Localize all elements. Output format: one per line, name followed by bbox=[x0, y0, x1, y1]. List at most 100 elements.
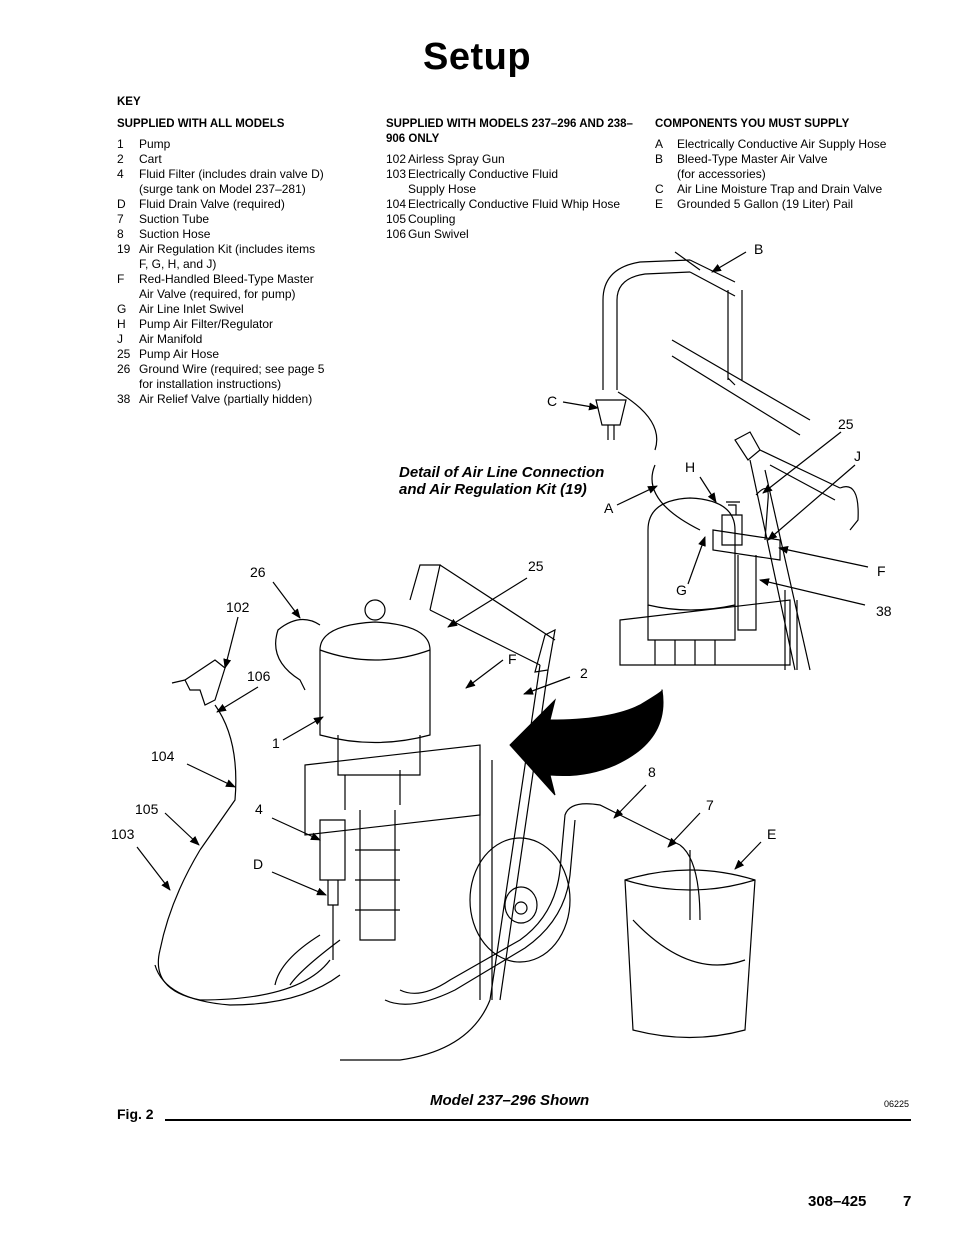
key-item-text: Fluid Filter (includes drain valve D) bbox=[139, 167, 324, 181]
callout-7: 7 bbox=[706, 797, 714, 813]
callout-e: E bbox=[767, 826, 777, 842]
callout-102: 102 bbox=[226, 599, 250, 615]
callout-26: 26 bbox=[250, 564, 266, 580]
key-item-text: Ground Wire (required; see page 5 bbox=[139, 362, 325, 376]
key-item-text: Cart bbox=[139, 152, 162, 166]
key-item: G Air Line Inlet Swivel bbox=[117, 302, 347, 317]
key-item-code: 19 bbox=[117, 242, 131, 256]
key-item-text: Air Regulation Kit (includes items bbox=[139, 242, 316, 256]
key-item: for installation instructions) bbox=[117, 377, 347, 392]
callout-b: B bbox=[754, 241, 764, 257]
key-item-code: 26 bbox=[117, 362, 131, 376]
callout-106: 106 bbox=[247, 668, 271, 684]
key-item-code: 8 bbox=[117, 227, 124, 241]
key-item: 25 Pump Air Hose bbox=[117, 347, 347, 362]
detail-caption: Detail of Air Line Connection and Air Re… bbox=[399, 464, 604, 498]
key-item-text: Fluid Drain Valve (required) bbox=[139, 197, 285, 211]
key-item-code: G bbox=[117, 302, 127, 316]
key-item-code: 2 bbox=[117, 152, 124, 166]
key-item-text: Coupling bbox=[408, 212, 456, 226]
key-item-text: Suction Tube bbox=[139, 212, 210, 226]
key-item-text: for installation instructions) bbox=[139, 377, 282, 391]
key-item-text: Bleed-Type Master Air Valve bbox=[677, 152, 828, 166]
drawing-number: 06225 bbox=[884, 1099, 910, 1109]
callout-38: 38 bbox=[876, 603, 892, 619]
key-item-code: 104 bbox=[386, 197, 407, 211]
key-heading-special-models: SUPPLIED WITH MODELS 237–296 AND 238–906… bbox=[386, 118, 633, 145]
callout-c: C bbox=[547, 393, 558, 409]
detail-drawing bbox=[595, 251, 859, 671]
key-item-code: 103 bbox=[386, 167, 407, 181]
key-item-code: 105 bbox=[386, 212, 407, 226]
key-item-text: Air Line Inlet Swivel bbox=[139, 302, 244, 316]
callout-leaders bbox=[136, 251, 869, 896]
callout-8: 8 bbox=[648, 764, 656, 780]
key-item-code: B bbox=[655, 152, 664, 166]
callout-103: 103 bbox=[111, 826, 135, 842]
detail-caption-line-2: and Air Regulation Kit (19) bbox=[399, 481, 587, 498]
figure-label: Fig. 2 bbox=[117, 1106, 154, 1122]
callout-25-main: 25 bbox=[528, 558, 544, 574]
callout-d: D bbox=[253, 856, 264, 872]
key-item-text: Suction Hose bbox=[139, 227, 211, 241]
footer-page-number: 7 bbox=[903, 1193, 912, 1210]
main-drawing bbox=[154, 564, 756, 1061]
key-item: (for accessories) bbox=[655, 167, 915, 182]
key-item-text: Pump bbox=[139, 137, 171, 151]
page-title: Setup bbox=[422, 36, 532, 78]
key-item: 8 Suction Hose bbox=[117, 227, 347, 242]
key-column-special-models: SUPPLIED WITH MODELS 237–296 AND 238–906… bbox=[386, 117, 646, 242]
key-item-text: Air Manifold bbox=[139, 332, 203, 346]
key-item-text: Air Relief Valve (partially hidden) bbox=[139, 392, 313, 406]
key-item: E Grounded 5 Gallon (19 Liter) Pail bbox=[655, 197, 915, 212]
key-item: B Bleed-Type Master Air Valve bbox=[655, 152, 915, 167]
key-item-text: (surge tank on Model 237–281) bbox=[139, 182, 306, 196]
key-item: 19 Air Regulation Kit (includes items bbox=[117, 242, 347, 257]
key-item-code: 102 bbox=[386, 152, 407, 166]
callout-h: H bbox=[685, 459, 696, 475]
key-item-text: Red-Handled Bleed-Type Master bbox=[139, 272, 314, 286]
callout-a: A bbox=[604, 500, 614, 516]
callout-g: G bbox=[676, 582, 687, 598]
callout-1: 1 bbox=[272, 735, 280, 751]
key-label: KEY bbox=[117, 96, 141, 108]
callout-25-detail: 25 bbox=[838, 416, 854, 432]
callout-4: 4 bbox=[255, 801, 263, 817]
key-item-text: Pump Air Filter/Regulator bbox=[139, 317, 274, 331]
key-item-text: (for accessories) bbox=[677, 167, 766, 181]
key-item: 26 Ground Wire (required; see page 5 bbox=[117, 362, 347, 377]
key-item-code: 106 bbox=[386, 227, 407, 241]
key-item: F, G, H, and J) bbox=[117, 257, 347, 272]
detail-pointer-arrow bbox=[509, 689, 664, 796]
callout-f-detail: F bbox=[877, 563, 886, 579]
callout-105: 105 bbox=[135, 801, 159, 817]
key-item-code: 25 bbox=[117, 347, 131, 361]
callout-f-main: F bbox=[508, 651, 517, 667]
key-item-text: Pump Air Hose bbox=[139, 347, 220, 361]
key-item-text: F, G, H, and J) bbox=[139, 257, 217, 271]
callout-j: J bbox=[854, 448, 861, 464]
key-item-code: D bbox=[117, 197, 126, 211]
key-item-text: Supply Hose bbox=[408, 182, 477, 196]
key-item-text: Airless Spray Gun bbox=[408, 152, 505, 166]
key-item-code: C bbox=[655, 182, 664, 196]
key-item: Supply Hose bbox=[386, 182, 646, 197]
key-item-text: Air Valve (required, for pump) bbox=[139, 287, 296, 301]
key-item-text: Grounded 5 Gallon (19 Liter) Pail bbox=[677, 197, 854, 211]
key-item-code: E bbox=[655, 197, 664, 211]
